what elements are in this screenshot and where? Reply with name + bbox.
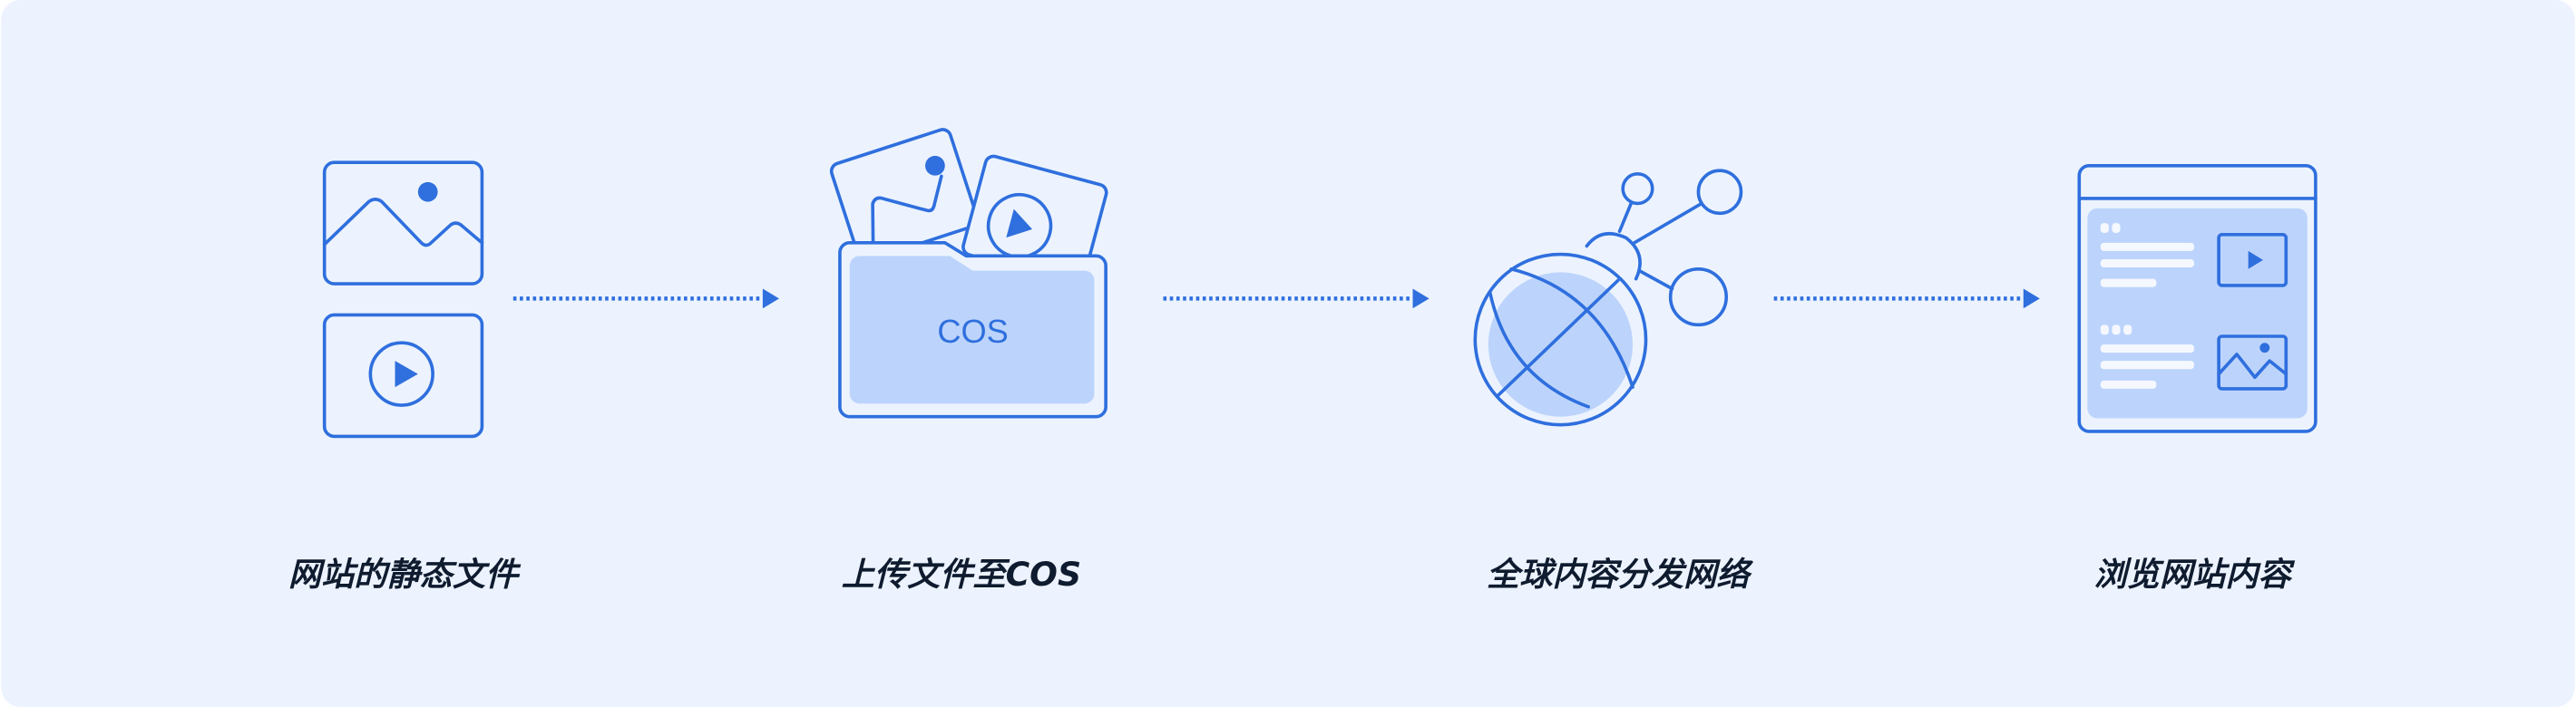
step-label-static-files: 网站的静态文件 bbox=[288, 555, 522, 594]
step-label-browse: 浏览网站内容 bbox=[2094, 555, 2296, 594]
flow-arrow-1 bbox=[512, 288, 779, 309]
flow-arrow-3 bbox=[1773, 288, 2040, 309]
video-card-icon bbox=[961, 154, 1108, 286]
browser-page-icon bbox=[2077, 163, 2317, 433]
image-file-icon bbox=[322, 160, 484, 286]
cdn-globe-icon bbox=[1473, 169, 1743, 427]
flow-arrow-2 bbox=[1163, 288, 1429, 309]
video-file-icon bbox=[322, 313, 484, 439]
static-files-icon bbox=[322, 160, 484, 439]
folder-label: COS bbox=[937, 313, 1008, 350]
step-label-cdn: 全球内容分发网络 bbox=[1487, 555, 1753, 594]
cos-folder-icon: COS bbox=[829, 128, 1108, 419]
step-label-upload-cos: 上传文件至COS bbox=[842, 555, 1081, 594]
